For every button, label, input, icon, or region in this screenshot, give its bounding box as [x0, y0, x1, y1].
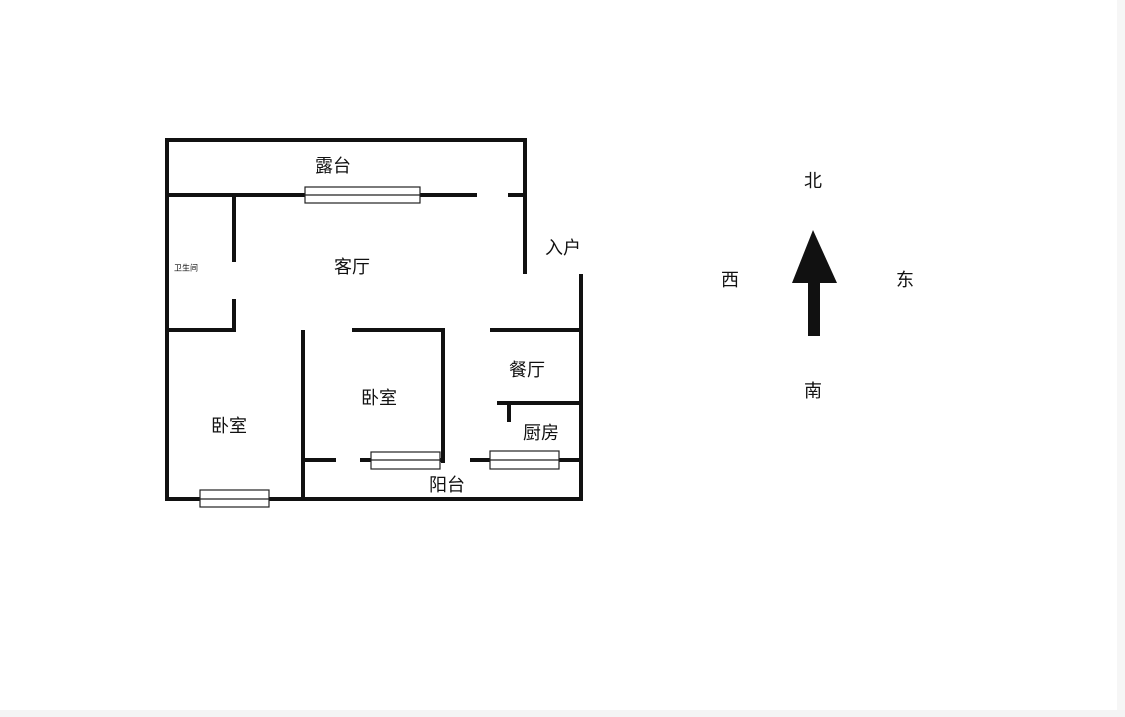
- compass-west: 西: [721, 270, 739, 291]
- label-kitchen: 厨房: [523, 423, 559, 444]
- label-bedroom-middle: 卧室: [361, 388, 397, 409]
- label-dining-room: 餐厅: [509, 360, 545, 381]
- window-kitchen: [489, 450, 560, 470]
- bottom-edge-strip: [0, 710, 1125, 717]
- label-terrace: 露台: [315, 156, 351, 177]
- north-arrow-icon: [792, 230, 837, 336]
- window-bedroom-middle: [370, 451, 441, 470]
- windows: [199, 186, 560, 508]
- window-bedroom-west: [199, 489, 270, 508]
- label-entrance: 入户: [545, 238, 581, 259]
- right-edge-strip: [1117, 0, 1125, 717]
- label-bathroom: 卫生间: [174, 263, 198, 273]
- compass-east: 东: [896, 270, 914, 291]
- label-bedroom-west: 卧室: [211, 416, 247, 437]
- window-terrace: [304, 186, 421, 204]
- compass-south: 南: [804, 381, 822, 402]
- label-balcony: 阳台: [429, 475, 465, 496]
- label-living-room: 客厅: [334, 257, 370, 278]
- compass-north: 北: [804, 171, 822, 192]
